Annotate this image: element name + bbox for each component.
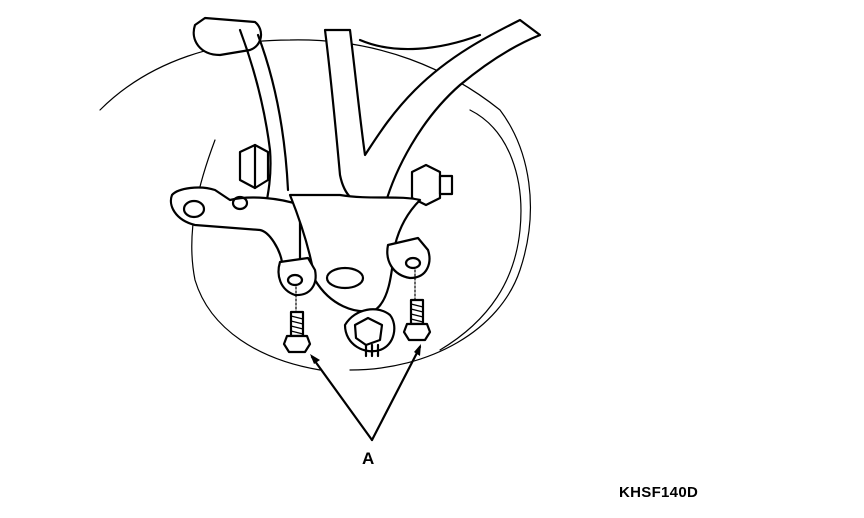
ball-joint-hole — [325, 266, 365, 290]
mounting-ear-left-hole — [286, 273, 304, 287]
callout-arrowhead-left — [310, 354, 320, 364]
callout-leader-left — [310, 355, 374, 442]
backing-plate-right — [439, 109, 522, 351]
knuckle-body — [238, 28, 272, 212]
lower-arm-beam — [323, 18, 542, 208]
rotor-inner-outline — [191, 139, 321, 371]
mounting-ear-left — [277, 256, 317, 297]
callout-arrowhead-right — [414, 344, 421, 356]
ball-stud-hex — [353, 316, 384, 347]
lower-arm-beam-highlight — [358, 33, 482, 51]
ball-stud-pin — [364, 343, 380, 358]
steering-arm-boss — [231, 195, 249, 211]
steering-arm-hole — [182, 199, 206, 219]
callout-label: A — [362, 449, 375, 468]
bolt-right — [402, 298, 432, 342]
ball-stud-nut — [343, 308, 396, 353]
knuckle-body-inner — [256, 33, 290, 192]
mounting-ear-right-hole — [404, 256, 422, 270]
knuckle-nut-right-stud — [438, 174, 454, 196]
bolt-left — [282, 310, 312, 354]
callout-leader-right — [370, 345, 422, 442]
knuckle-upper-boss — [192, 16, 263, 57]
figure-code: KHSF140D — [619, 484, 699, 501]
